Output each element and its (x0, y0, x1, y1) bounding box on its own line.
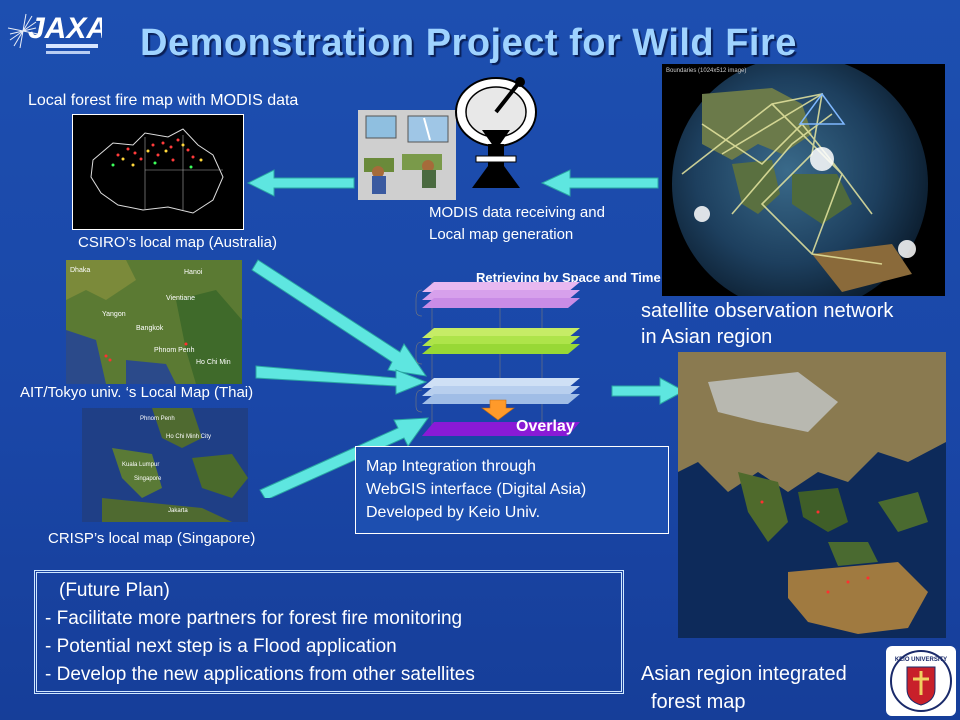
svg-text:Ho Chi Minh City: Ho Chi Minh City (166, 434, 211, 440)
layer-stack (410, 278, 610, 438)
svg-text:Bangkok: Bangkok (136, 325, 164, 332)
future-plan-box: (Future Plan) - Facilitate more partners… (34, 570, 624, 694)
asian-map-label: Asian region integrated forest map (641, 660, 847, 716)
svg-text:Boundaries (1024x512 image): Boundaries (1024x512 image) (666, 68, 746, 74)
keio-university-seal: KEIO UNIVERSITY (886, 646, 956, 716)
future-plan-item: - Potential next step is a Flood applica… (45, 636, 397, 657)
satellite-dish-icon (448, 70, 544, 198)
svg-text:Phnom Penh: Phnom Penh (140, 416, 175, 422)
svg-text:Kuala Lumpur: Kuala Lumpur (122, 462, 159, 468)
network-label: satellite observation network in Asian r… (641, 298, 893, 350)
converging-arrows (251, 259, 430, 498)
future-plan-item: - Develop the new applications from othe… (45, 664, 475, 685)
ait-map-label: AIT/Tokyo univ. ‘s Local Map (Thai) (20, 384, 254, 401)
australia-fire-map (72, 114, 244, 230)
network-line-2: in Asian region (641, 326, 773, 348)
svg-text:Singapore: Singapore (134, 476, 162, 482)
integration-line-3: Developed by Keio Univ. (366, 504, 541, 521)
arrow-to-receiving-station (540, 169, 659, 197)
svg-text:Vientiane: Vientiane (166, 295, 195, 302)
svg-text:KEIO UNIVERSITY: KEIO UNIVERSITY (895, 657, 947, 663)
jaxa-logo: JAXA (6, 2, 108, 62)
csiro-map-label: CSIRO’s local map (Australia) (78, 234, 277, 251)
svg-text:JAXA: JAXA (28, 12, 102, 45)
network-line-1: satellite observation network (641, 300, 894, 322)
satellite-network-image: Boundaries (1024x512 image) (662, 64, 945, 296)
modis-receiving-label: MODIS data receiving and Local map gener… (429, 202, 605, 246)
asian-map-line-2: forest map (651, 691, 746, 713)
svg-text:Phnom Penh: Phnom Penh (154, 347, 195, 354)
arrow-to-asian-map (611, 377, 686, 405)
integration-line-1: Map Integration through (366, 458, 536, 475)
svg-text:Yangon: Yangon (102, 311, 126, 318)
crisp-map-label: CRISP’s local map (Singapore) (48, 530, 256, 547)
asian-map-line-1: Asian region integrated (641, 663, 847, 685)
modis-receiving-line-1: MODIS data receiving and (429, 204, 605, 221)
arrow-to-australia-map (246, 169, 355, 197)
retrieving-label: Retrieving by Space and Time (476, 270, 661, 285)
overlay-label: Overlay (516, 418, 575, 435)
local-fire-map-label: Local forest fire map with MODIS data (28, 92, 299, 109)
map-integration-panel: Map Integration through WebGIS interface… (355, 446, 669, 534)
control-room-image (358, 110, 456, 200)
asian-integrated-map (678, 352, 946, 638)
svg-text:Hanoi: Hanoi (184, 269, 203, 276)
future-plan-item: - Facilitate more partners for forest fi… (45, 608, 463, 629)
modis-receiving-line-2: Local map generation (429, 226, 574, 243)
svg-text:Ho Chi Min: Ho Chi Min (196, 359, 231, 366)
svg-text:Jakarta: Jakarta (168, 508, 188, 514)
future-plan-heading: (Future Plan) (59, 580, 170, 601)
svg-text:Dhaka: Dhaka (70, 267, 90, 274)
integration-line-2: WebGIS interface (Digital Asia) (366, 481, 587, 498)
page-title: Demonstration Project for Wild Fire (140, 22, 797, 64)
